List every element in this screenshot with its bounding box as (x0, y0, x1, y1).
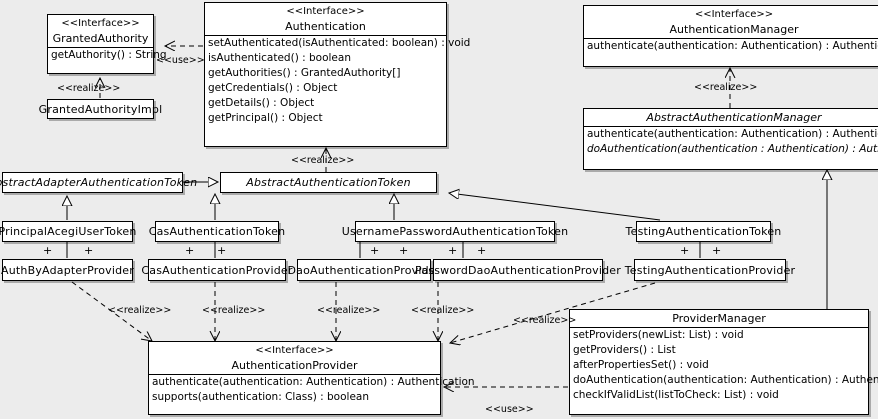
label-realize-daoauthenticationprovider: <<realize>> (317, 305, 381, 316)
class-authentication-provider[interactable]: <<Interface>> AuthenticationProvider aut… (148, 341, 475, 415)
class-password-dao-authentication-provider[interactable]: PasswordDaoAuthenticationProvider (415, 259, 621, 281)
operation: authenticate(authentication: Authenticat… (152, 376, 475, 388)
class-abstract-authentication-manager[interactable]: AbstractAuthenticationManager authentica… (583, 108, 878, 170)
operation: setAuthenticated(isAuthenticated: boolea… (208, 37, 471, 49)
class-authentication-manager-name: AuthenticationManager (669, 23, 799, 36)
association-plus: + (680, 244, 690, 257)
class-abstract-adapter-authentication-token-name: AbstractAdapterAuthenticationToken (0, 176, 198, 189)
operation: getPrincipal() : Object (208, 112, 323, 124)
class-username-password-authentication-token-name: UsernamePasswordAuthenticationToken (341, 225, 569, 238)
class-abstract-authentication-token[interactable]: AbstractAuthenticationToken (220, 172, 437, 193)
class-authentication-operations: setAuthenticated(isAuthenticated: boolea… (205, 36, 471, 126)
class-provider-manager[interactable]: ProviderManager setProviders(newList: Li… (569, 309, 878, 415)
association-plus: + (477, 244, 487, 257)
label-use-providermanager-authenticationprovider: <<use>> (485, 404, 534, 415)
divider (584, 38, 878, 39)
class-abstract-adapter-authentication-token[interactable]: AbstractAdapterAuthenticationToken (0, 172, 197, 193)
operation: getCredentials() : Object (208, 82, 338, 94)
label-realize-testingauthenticationprovider: <<realize>> (513, 315, 577, 326)
label-realize-grantedauthorityimpl: <<realize>> (57, 83, 121, 94)
association-plus: + (370, 244, 380, 257)
edge-token-provider-associations (66, 242, 701, 258)
operation: getAuthorities() : GrantedAuthority[] (208, 67, 401, 79)
class-authentication-provider-header: <<Interface>> AuthenticationProvider (149, 342, 440, 374)
class-abstract-authentication-manager-operations: authenticate(authentication: Authenticat… (584, 127, 878, 157)
divider (149, 374, 440, 375)
class-auth-by-adapter-provider[interactable]: AuthByAdapterProvider (1, 259, 134, 281)
association-plus: + (712, 244, 722, 257)
divider (48, 47, 153, 48)
class-authentication-header: <<Interface>> Authentication (205, 3, 446, 35)
class-username-password-authentication-token[interactable]: UsernamePasswordAuthenticationToken (342, 221, 568, 242)
label-realize-passworddaoauthenticationprovider: <<realize>> (411, 305, 475, 316)
class-authentication[interactable]: <<Interface>> Authentication setAuthenti… (204, 2, 471, 147)
operation: supports(authentication: Class) : boolea… (152, 391, 369, 403)
class-provider-manager-name: ProviderManager (672, 312, 766, 325)
class-cas-authentication-provider[interactable]: CasAuthenticationProvider (141, 259, 292, 281)
label-realize-abstractauthenticationmanager: <<realize>> (694, 82, 758, 93)
label-realize-authbyadapterprovider: <<realize>> (108, 305, 172, 316)
class-auth-by-adapter-provider-name: AuthByAdapterProvider (1, 263, 134, 277)
stereotype-interface: <<Interface>> (694, 9, 774, 20)
class-authentication-provider-operations: authenticate(authentication: Authenticat… (149, 375, 475, 405)
operation: getAuthority() : String (51, 49, 167, 61)
class-testing-authentication-provider[interactable]: TestingAuthenticationProvider (625, 259, 795, 281)
stereotype-interface: <<Interface>> (61, 18, 140, 29)
class-authentication-manager-header: <<Interface>> AuthenticationManager (584, 6, 878, 38)
class-granted-authority-impl-name: GrantedAuthorityImpl (38, 102, 163, 116)
label-use-authentication-grantedauthority: <<use>> (156, 55, 205, 66)
class-dao-authentication-provider[interactable]: DaoAuthenticationProvider (288, 259, 440, 281)
class-abstract-authentication-token-name: AbstractAuthenticationToken (246, 176, 411, 189)
class-granted-authority-header: <<Interface>> GrantedAuthority (48, 15, 153, 47)
class-testing-authentication-provider-name: TestingAuthenticationProvider (624, 263, 796, 277)
class-provider-manager-operations: setProviders(newList: List) : void getPr… (570, 328, 878, 403)
class-password-dao-authentication-provider-name: PasswordDaoAuthenticationProvider (415, 263, 621, 277)
operation: authenticate(authentication: Authenticat… (587, 40, 878, 52)
class-testing-authentication-token-name: TestingAuthenticationToken (625, 225, 782, 238)
class-granted-authority-name: GrantedAuthority (52, 32, 149, 45)
stereotype-interface: <<Interface>> (255, 345, 334, 356)
association-plus: + (399, 244, 409, 257)
label-realize-abstractauthenticationtoken: <<realize>> (291, 155, 355, 166)
class-authentication-name: Authentication (285, 20, 366, 33)
class-testing-authentication-token[interactable]: TestingAuthenticationToken (626, 221, 781, 242)
class-principal-acegi-user-token-name: PrincipalAcegiUserToken (0, 225, 137, 238)
class-cas-authentication-provider-name: CasAuthenticationProvider (141, 263, 293, 277)
divider (584, 126, 878, 127)
class-abstract-authentication-manager-header: AbstractAuthenticationManager (584, 109, 878, 126)
operation: getDetails() : Object (208, 97, 315, 109)
class-authentication-manager[interactable]: <<Interface>> AuthenticationManager auth… (583, 5, 878, 67)
operation: doAuthentication(authentication : Authen… (587, 143, 878, 155)
association-plus: + (217, 244, 227, 257)
operation: isAuthenticated() : boolean (208, 52, 351, 64)
class-cas-authentication-token-name: CasAuthenticationToken (148, 225, 286, 238)
association-plus: + (43, 244, 53, 257)
edge-authbyadapterprovider-realizes-authenticationprovider (71, 281, 152, 341)
operation: checkIfValidList(listToCheck: List) : vo… (573, 389, 779, 401)
operation: authenticate(authentication: Authenticat… (587, 128, 878, 140)
class-dao-authentication-provider-name: DaoAuthenticationProvider (287, 263, 441, 277)
label-realize-casauthenticationprovider: <<realize>> (202, 305, 266, 316)
class-authentication-manager-operations: authenticate(authentication: Authenticat… (584, 39, 878, 54)
operation: afterPropertiesSet() : void (573, 359, 709, 371)
class-granted-authority-operations: getAuthority() : String (48, 48, 167, 63)
association-plus: + (185, 244, 195, 257)
divider (570, 327, 868, 328)
class-principal-acegi-user-token[interactable]: PrincipalAcegiUserToken (0, 221, 136, 242)
association-plus: + (84, 244, 94, 257)
operation: doAuthentication(authentication: Authent… (573, 374, 878, 386)
association-plus: + (448, 244, 458, 257)
class-cas-authentication-token[interactable]: CasAuthenticationToken (149, 221, 285, 242)
class-provider-manager-header: ProviderManager (570, 310, 868, 327)
class-authentication-provider-name: AuthenticationProvider (231, 359, 358, 372)
divider (205, 35, 446, 36)
class-granted-authority[interactable]: <<Interface>> GrantedAuthority getAuthor… (47, 14, 167, 74)
operation: setProviders(newList: List) : void (573, 329, 744, 341)
class-granted-authority-impl[interactable]: GrantedAuthorityImpl (39, 99, 162, 119)
edge-testingauthenticationtoken-extends-abstractauthenticationtoken (449, 193, 661, 221)
stereotype-interface: <<Interface>> (286, 6, 365, 17)
class-abstract-authentication-manager-name: AbstractAuthenticationManager (646, 111, 822, 124)
operation: getProviders() : List (573, 344, 676, 356)
